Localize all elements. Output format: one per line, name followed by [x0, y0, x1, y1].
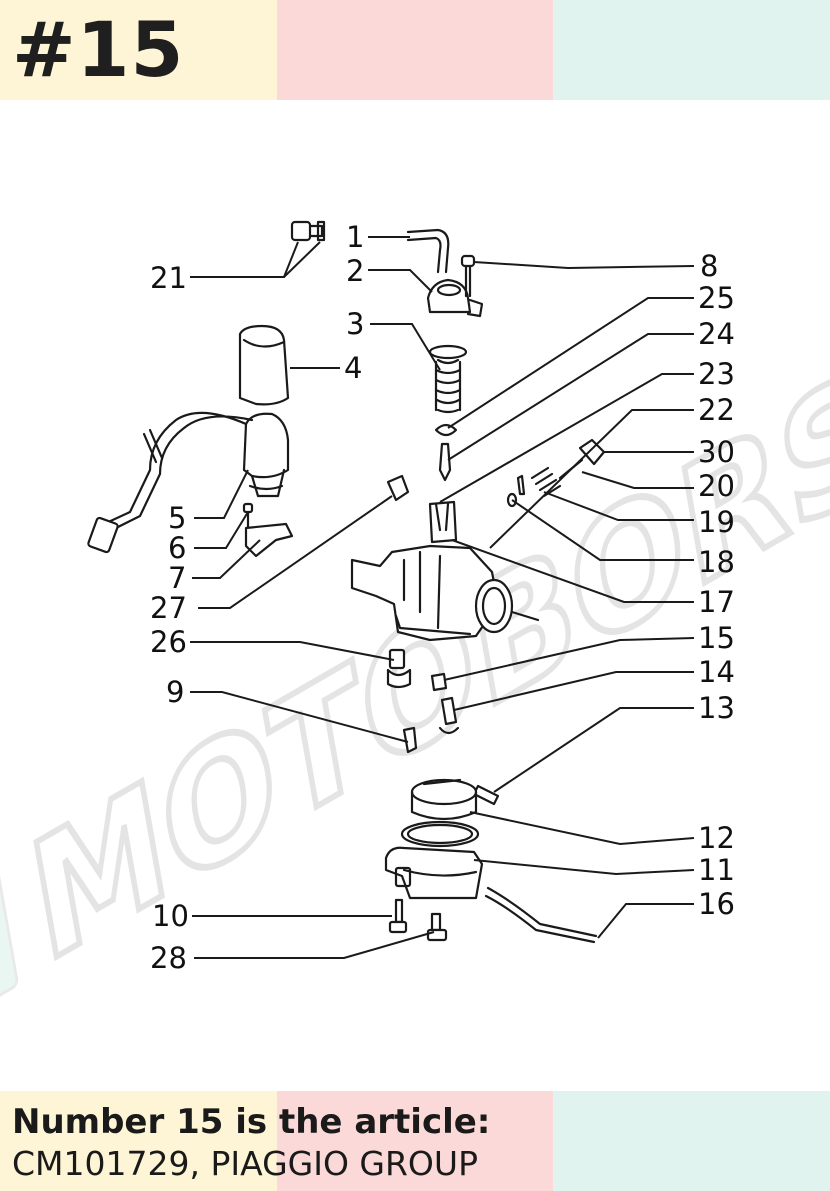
callout-3: 3 — [346, 307, 364, 341]
callout-6: 6 — [168, 531, 186, 565]
callout-16: 16 — [698, 887, 735, 921]
leader-lines — [190, 236, 695, 959]
part-18-ring — [506, 492, 518, 508]
callout-8: 8 — [700, 249, 718, 283]
callout-30: 30 — [698, 435, 735, 469]
part-number-heading: #15 — [12, 5, 185, 94]
part-5-starter-assembly — [87, 411, 290, 554]
part-9-screw — [402, 726, 418, 754]
callout-26: 26 — [150, 625, 187, 659]
band-mint — [553, 0, 830, 100]
callout-28: 28 — [150, 941, 187, 975]
callout-20: 20 — [698, 469, 735, 503]
part-7-bracket — [244, 522, 294, 558]
callout-10: 10 — [152, 899, 189, 933]
callout-labels: 1 2 3 4 5 6 7 8 9 10 11 12 13 14 15 16 1… — [150, 220, 735, 975]
callout-5: 5 — [168, 501, 186, 535]
part-25-clip — [434, 423, 458, 437]
part-16-drain-tube — [484, 886, 598, 944]
part-27-fitting — [386, 474, 410, 502]
carburettor-body — [350, 544, 540, 642]
part-21-bolt — [290, 220, 326, 242]
caption-article-reference: CM101729, PIAGGIO GROUP — [12, 1144, 478, 1183]
callout-14: 14 — [698, 655, 735, 689]
article-caption: Number 15 is the article: CM101729, PIAG… — [12, 1100, 490, 1184]
callout-22: 22 — [698, 393, 735, 427]
band-pink — [276, 0, 554, 100]
part-2-cap — [426, 278, 484, 318]
part-26-screw — [386, 648, 412, 689]
callout-18: 18 — [698, 545, 735, 579]
callout-2: 2 — [346, 254, 364, 288]
part-19-screw — [516, 474, 526, 496]
band-pink — [276, 1091, 554, 1191]
band-yellow — [0, 1091, 277, 1191]
part-1-hose-elbow — [406, 228, 450, 274]
part-24-needle — [438, 442, 452, 482]
caption-title: Number 15 is the article: — [12, 1102, 491, 1142]
callout-27: 27 — [150, 591, 187, 625]
part-15-main-jet — [430, 672, 448, 692]
part-11-gasket — [400, 820, 480, 848]
callout-23: 23 — [698, 357, 735, 391]
part-3-spring — [428, 344, 468, 414]
callout-1: 1 — [346, 220, 364, 254]
band-mint — [553, 1091, 830, 1191]
part-17-throttle-slide — [428, 500, 458, 544]
callout-13: 13 — [698, 691, 735, 725]
callout-17: 17 — [698, 585, 735, 619]
part-8-screw — [460, 254, 476, 298]
callout-7: 7 — [168, 561, 186, 595]
callout-4: 4 — [344, 351, 362, 385]
callout-9: 9 — [166, 675, 184, 709]
float-bowl — [384, 846, 484, 900]
part-4-rubber-boot — [238, 324, 290, 406]
callout-21: 21 — [150, 261, 187, 295]
part-13-float-pin — [472, 784, 500, 806]
callout-25: 25 — [698, 281, 735, 315]
part-28-screw — [426, 912, 448, 942]
callout-11: 11 — [698, 853, 735, 887]
exploded-parts-diagram: MOTOBORSA — [0, 220, 830, 1004]
footer-color-band — [0, 1091, 830, 1191]
part-20-spring — [530, 466, 562, 498]
part-14-jet-holder — [438, 696, 460, 735]
callout-12: 12 — [698, 821, 735, 855]
callout-24: 24 — [698, 317, 735, 351]
callout-19: 19 — [698, 505, 735, 539]
band-yellow — [0, 0, 277, 100]
part-10-screw — [388, 898, 408, 934]
part-12-float — [410, 778, 478, 821]
callout-15: 15 — [698, 621, 735, 655]
header-color-band — [0, 0, 830, 100]
